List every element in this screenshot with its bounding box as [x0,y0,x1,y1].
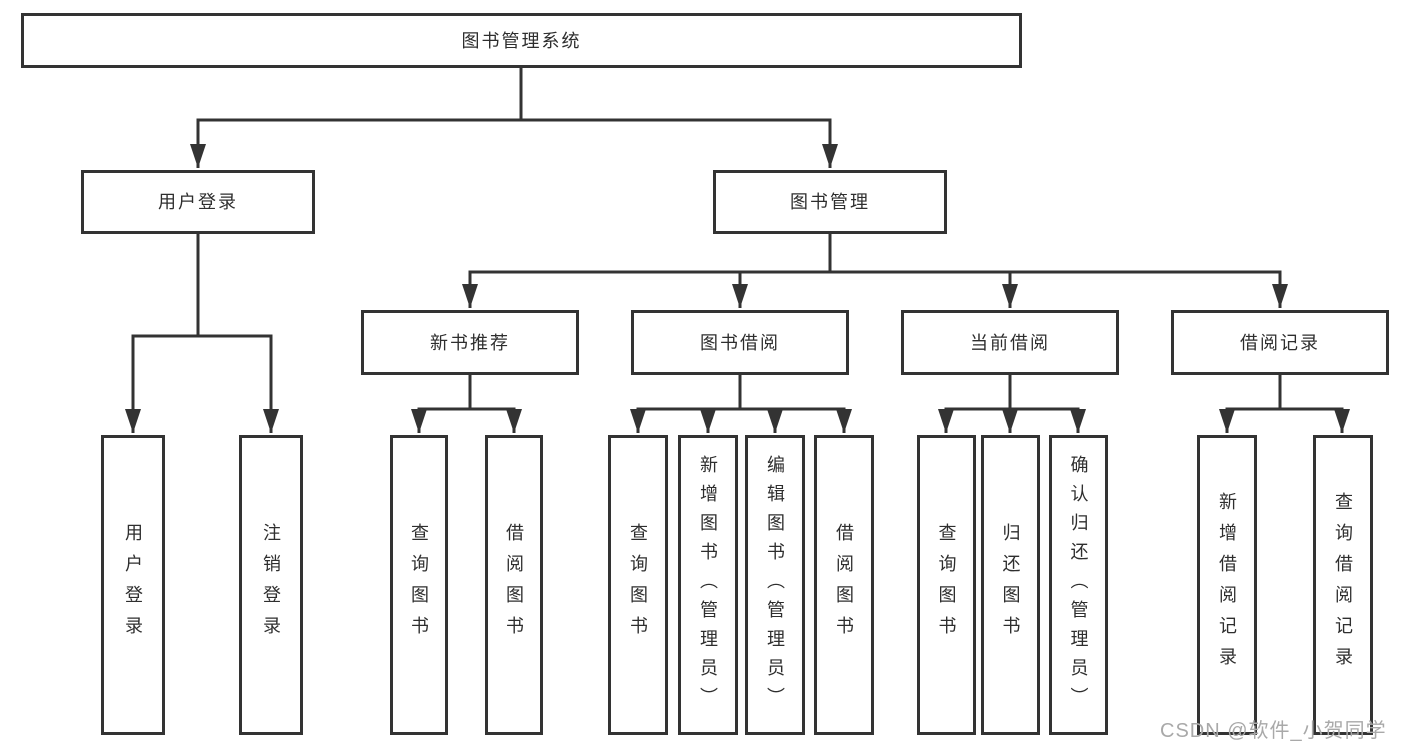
leaf-br-query-record: 查询借阅记录 [1313,435,1373,735]
leaf-nbr-borrow-book: 借阅图书 [485,435,543,735]
leaf-br-add-record: 新增借阅记录 [1197,435,1257,735]
leaf-bb-add-book-admin: 新增图书（管理员） [678,435,738,735]
leaf-cb-query-book: 查询图书 [917,435,976,735]
node-borrow-records: 借阅记录 [1171,310,1389,375]
leaf-bb-edit-book-admin: 编辑图书（管理员） [745,435,805,735]
node-library-system: 图书管理系统 [21,13,1022,68]
csdn-watermark: CSDN @软件_小贺同学 [1160,720,1387,742]
node-book-management: 图书管理 [713,170,947,234]
leaf-cb-confirm-return-admin: 确认归还（管理员） [1049,435,1108,735]
leaf-cb-return-book: 归还图书 [981,435,1040,735]
leaf-nbr-query-book: 查询图书 [390,435,448,735]
leaf-bb-borrow-book: 借阅图书 [814,435,874,735]
node-user-login: 用户登录 [81,170,315,234]
node-new-book-recommend: 新书推荐 [361,310,579,375]
node-current-borrow: 当前借阅 [901,310,1119,375]
leaf-bb-query-book: 查询图书 [608,435,668,735]
leaf-logout: 注销登录 [239,435,303,735]
node-book-borrow: 图书借阅 [631,310,849,375]
leaf-user-login: 用户登录 [101,435,165,735]
